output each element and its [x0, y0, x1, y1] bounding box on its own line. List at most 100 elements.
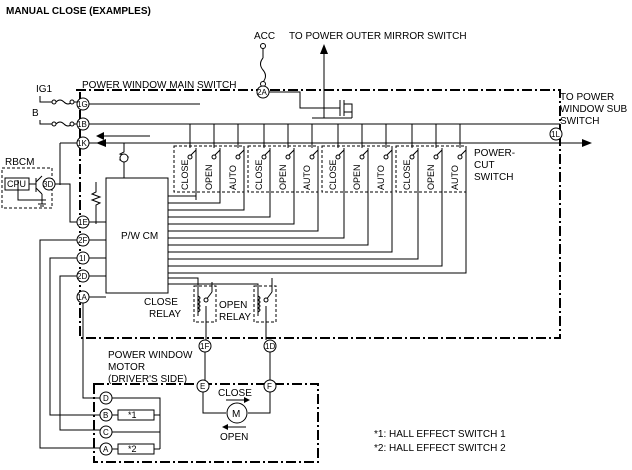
- switch-contact: [385, 124, 393, 200]
- switch-label: CLOSE: [402, 159, 412, 190]
- motor-open-label: OPEN: [220, 432, 248, 443]
- sub-switch-label-3: SWITCH: [560, 116, 599, 127]
- terminal-B-label: B: [103, 411, 108, 420]
- rbcm-to-1E: [55, 183, 77, 223]
- wire-1I-B: [49, 257, 100, 416]
- powercut-label-3: SWITCH: [474, 172, 513, 183]
- switch-contact: [287, 124, 295, 200]
- motor-leads: [202, 392, 271, 414]
- switch-signal-wire: [168, 200, 245, 211]
- close-relay-label-1: CLOSE: [144, 297, 178, 308]
- diagram-title: MANUAL CLOSE (EXAMPLES): [6, 6, 151, 17]
- switch-pivot: [383, 154, 389, 160]
- switch-signal-wire: [168, 200, 393, 253]
- b-fuse: [55, 121, 73, 127]
- open-relay-label-1: OPEN: [219, 300, 247, 311]
- note-hall-2: *2: HALL EFFECT SWITCH 2: [374, 443, 506, 454]
- close-relay-coil: [196, 292, 201, 316]
- main-switch-label: POWER WINDOW MAIN SWITCH: [82, 80, 236, 91]
- switch-pivot: [187, 154, 193, 160]
- ig1-fuse-b: [69, 99, 75, 105]
- sub-switch-arrow: [582, 139, 592, 147]
- terminal-1L-label: 1L: [551, 130, 560, 139]
- terminal-C-label: C: [103, 428, 109, 437]
- sub-switch-label-1: TO POWER: [560, 92, 614, 103]
- powercut-label-2: CUT: [474, 160, 495, 171]
- ig1-fuse: [55, 99, 73, 105]
- close-relay-box: [193, 285, 217, 323]
- pwcm-label: P/W CM: [121, 231, 158, 242]
- switch-signal-wire: [168, 195, 197, 200]
- switch-signal-wire: [168, 200, 345, 239]
- switch-contact: [435, 124, 443, 200]
- hall-wiring: [112, 397, 161, 450]
- terminal-1I-label: 1I: [79, 254, 86, 263]
- switch-pivot: [235, 154, 241, 160]
- motor-label-1: POWER WINDOW: [108, 350, 193, 361]
- terminal-1B-label: 1B: [77, 120, 87, 129]
- signal-wires: [168, 195, 467, 274]
- power-feed: [39, 96, 52, 125]
- acc-fuse-wire: [260, 43, 266, 85]
- motor-feed: [204, 352, 271, 380]
- pwcm-box: [105, 177, 169, 294]
- switch-label: AUTO: [450, 165, 460, 190]
- motor-close-label: CLOSE: [218, 388, 252, 399]
- terminal-1A-label: 1A: [77, 293, 87, 302]
- motor-m: M: [232, 409, 240, 420]
- switch-contact: [263, 124, 271, 200]
- switch-label: OPEN: [426, 164, 436, 190]
- bus-arrow-2: [96, 132, 104, 140]
- terminal-1K-label: 1K: [77, 139, 87, 148]
- ig1-fuse-a: [51, 99, 57, 105]
- switch-contact: [189, 124, 197, 200]
- switch-pivot: [433, 154, 439, 160]
- main-switch-frame: [76, 89, 561, 339]
- open-relay-label-2: RELAY: [219, 312, 251, 323]
- switch-signal-wire: [168, 200, 221, 204]
- terminal-1D-label: 1D: [265, 342, 275, 351]
- switch-signal-wire: [168, 200, 419, 260]
- open-relay-pivot: [263, 297, 269, 303]
- switch-pivot: [359, 154, 365, 160]
- switch-pivot: [309, 154, 315, 160]
- hall-switch-1-mark: *1: [128, 410, 137, 420]
- switch-contact: [459, 124, 467, 200]
- wire-2F-A: [39, 239, 100, 449]
- b-fuse-b: [69, 121, 75, 127]
- terminal-E-label: E: [200, 382, 205, 391]
- switch-contact: [213, 124, 221, 200]
- switch-contact: [411, 124, 419, 200]
- open-relay-box: [253, 285, 277, 323]
- close-relay-label-2: RELAY: [149, 309, 181, 320]
- mirror-label: TO POWER OUTER MIRROR SWITCH: [289, 31, 467, 42]
- terminal-2A-label: 2A: [257, 88, 267, 97]
- note-hall-1: *1: HALL EFFECT SWITCH 1: [374, 429, 506, 440]
- wire-2D-C: [59, 275, 100, 431]
- relay-outputs: [205, 318, 267, 340]
- terminal-A-label: A: [103, 445, 109, 454]
- switch-signal-wire: [168, 200, 369, 246]
- switch-label: AUTO: [376, 165, 386, 190]
- switch-signal-wire: [168, 200, 467, 274]
- rbcm-feed: [17, 143, 61, 201]
- terminal-D-label: D: [103, 394, 109, 403]
- rbcm-ground: [38, 194, 46, 207]
- terminal-1G-label: 1G: [77, 100, 88, 109]
- switch-pivot: [261, 154, 267, 160]
- switch-signal-wire: [168, 200, 271, 218]
- pwcm-left-wires: [89, 239, 106, 298]
- switch-signal-wire: [168, 200, 443, 267]
- bus-ig1-b: [89, 103, 560, 125]
- open-relay-coil: [256, 292, 261, 316]
- motor-frame: [93, 383, 319, 463]
- switch-label: AUTO: [228, 165, 238, 190]
- terminal-F-label: F: [267, 382, 272, 391]
- terminal-1E-label: 1E: [78, 218, 88, 227]
- motor-label-2: MOTOR: [108, 362, 145, 373]
- acc-label: ACC: [254, 31, 275, 42]
- switch-contact: [237, 124, 245, 200]
- switch-pivot: [211, 154, 217, 160]
